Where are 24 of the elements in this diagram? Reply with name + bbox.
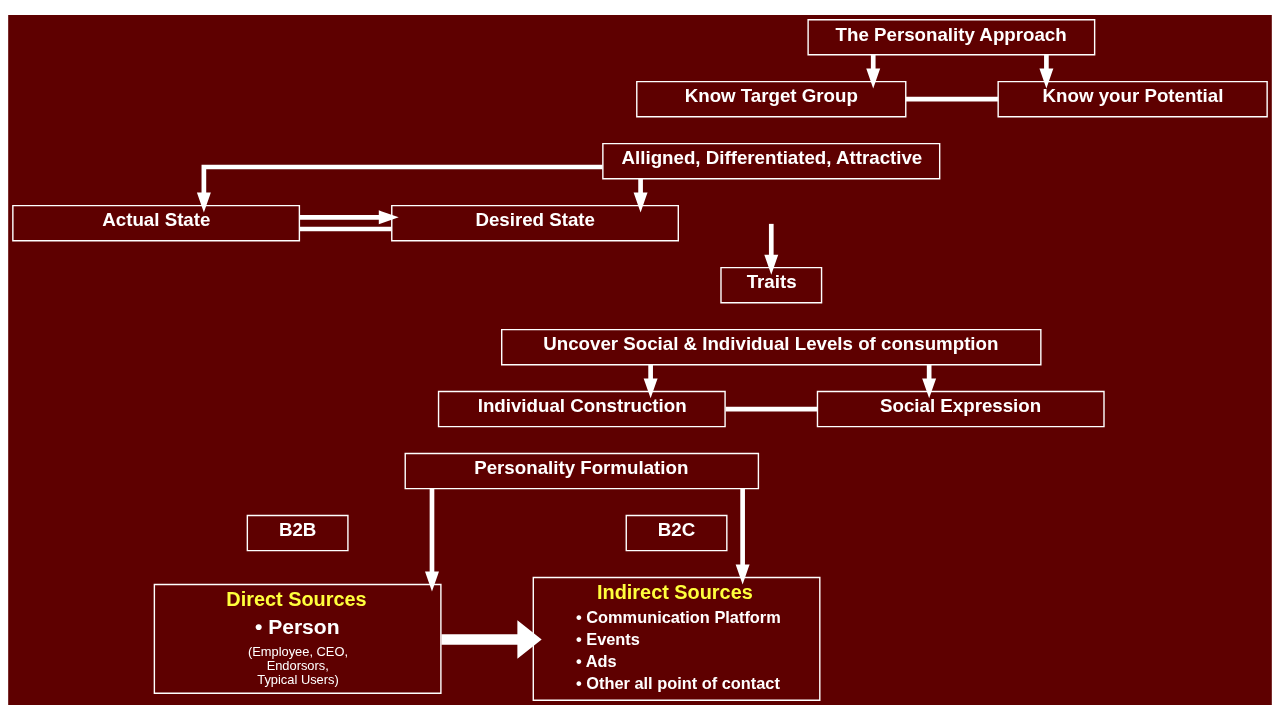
arrow [425,488,439,592]
connector [905,96,998,102]
node-box: Social Expression [816,390,1105,428]
node-box: Actual State [12,204,301,242]
arrow [299,210,399,225]
connector [299,226,392,232]
node-box: Direct Sources • Person (Employee, CEO, Endorsors, Typical Users) [153,583,442,694]
arrow [735,488,750,585]
node-box: Personality Formulation [404,452,760,490]
node-box: Alligned, Differentiated, Attractive [602,142,941,180]
node-box: B2B [246,514,349,552]
node-box: The Personality Approach [807,19,1096,56]
node-box: Desired State [391,204,679,242]
node-box: B2C [625,514,728,552]
node-box: Know Target Group [636,80,907,118]
node-box: Indirect Sources • Communication Platform • Events • Ads • Other all point of contact [532,576,821,702]
connector [725,406,818,412]
arrow [764,223,779,275]
node-box: Know your Potential [997,80,1268,118]
node-box: Uncover Social & Individual Levels of consumption [501,328,1042,366]
node-box: Traits [720,266,823,304]
arrow [441,620,542,659]
node-box: Individual Construction [437,390,726,428]
arrow [196,164,603,213]
